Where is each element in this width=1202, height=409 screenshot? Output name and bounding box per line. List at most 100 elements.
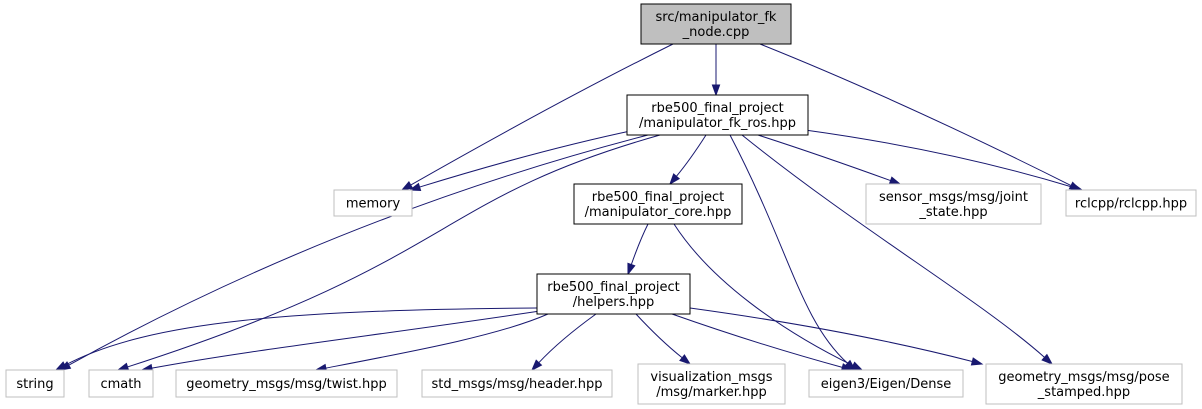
node-label-line: cmath <box>100 377 141 392</box>
node-rclcpp[interactable]: rclcpp/rclcpp.hpp <box>1065 189 1197 217</box>
edge-line <box>538 313 597 364</box>
node-box <box>175 369 398 398</box>
edge-line <box>741 134 1045 358</box>
edge-line <box>671 313 843 368</box>
arrowhead <box>850 361 864 371</box>
node-label-line: geometry_msgs/msg/pose <box>998 370 1169 385</box>
node-label-line: memory <box>346 197 401 212</box>
edge-fk_ros-to-eigen <box>729 134 857 371</box>
edge-line <box>64 307 538 366</box>
node-box <box>88 369 154 398</box>
edge-line <box>127 134 661 368</box>
edge-line <box>689 307 973 362</box>
edge-fk_ros-to-rclcpp <box>804 129 1084 192</box>
node-joint-state[interactable]: sensor_msgs/msg/joint_state.hpp <box>865 183 1042 225</box>
node-box <box>573 183 743 225</box>
node-twist[interactable]: geometry_msgs/msg/twist.hpp <box>175 369 398 398</box>
edges-layer <box>54 43 1084 373</box>
node-eigen[interactable]: eigen3/Eigen/Dense <box>808 369 964 398</box>
node-label-line: /helpers.hpp <box>573 295 654 310</box>
arrowhead <box>530 359 543 372</box>
arrowhead <box>711 84 721 97</box>
arrowhead <box>1041 353 1054 365</box>
node-box <box>640 3 792 45</box>
node-pose[interactable]: geometry_msgs/msg/pose_stamped.hpp <box>985 363 1183 405</box>
node-label-line: std_msgs/msg/header.hpp <box>431 377 602 392</box>
arrowhead <box>970 357 984 366</box>
arrowhead <box>679 354 692 365</box>
edge-line <box>410 43 674 186</box>
node-box <box>1065 189 1197 217</box>
arrowhead <box>54 361 68 371</box>
node-box <box>333 189 413 217</box>
edge-line <box>635 313 683 359</box>
node-label-line: geometry_msgs/msg/twist.hpp <box>186 377 387 392</box>
arrowhead <box>116 362 130 371</box>
edge-fk_ros-to-core <box>669 134 707 186</box>
node-header[interactable]: std_msgs/msg/header.hpp <box>421 369 613 398</box>
edge-line <box>729 134 848 364</box>
edge-line <box>419 129 636 188</box>
edge-helpers-to-string <box>54 307 538 371</box>
node-marker[interactable]: visualization_msgs/msg/marker.hpp <box>637 363 786 405</box>
node-label-line: /manipulator_fk_ros.hpp <box>639 116 796 131</box>
edge-fk_node-to-fk_ros <box>711 44 721 97</box>
node-label-line: /msg/marker.hpp <box>656 385 767 400</box>
edge-line <box>325 313 549 369</box>
edge-fk_ros-to-cmath <box>116 134 661 371</box>
node-fk-ros[interactable]: rbe500_final_project/manipulator_fk_ros.… <box>626 94 809 136</box>
edge-line <box>676 134 707 177</box>
edge-fk_ros-to-memory <box>408 129 636 192</box>
node-box <box>5 369 65 398</box>
node-label-line: sensor_msgs/msg/joint <box>879 190 1028 205</box>
node-helpers[interactable]: rbe500_final_project/helpers.hpp <box>536 273 691 315</box>
edge-fk_ros-to-string <box>58 134 649 371</box>
edge-helpers-to-pose <box>689 307 984 366</box>
node-label-line: rbe500_final_project <box>592 190 725 205</box>
node-memory[interactable]: memory <box>333 189 413 217</box>
arrowhead <box>408 182 422 192</box>
edge-core-to-eigen <box>673 223 864 371</box>
edge-line <box>759 43 1072 186</box>
edge-helpers-to-header <box>530 313 597 372</box>
node-label-line: string <box>16 377 53 392</box>
node-label-line: rbe500_final_project <box>651 101 784 116</box>
arrowhead <box>669 173 681 186</box>
nodes-layer: src/manipulator_fk_node.cpp rbe500_final_… <box>5 3 1197 405</box>
edge-line <box>673 223 854 367</box>
edge-fk_ros-to-joint_state <box>757 134 902 185</box>
edge-line <box>630 223 649 265</box>
node-box <box>626 94 809 136</box>
node-box <box>637 363 786 405</box>
node-cmath[interactable]: cmath <box>88 369 154 398</box>
node-label-line: eigen3/Eigen/Dense <box>821 377 951 392</box>
edge-fk_ros-to-pose <box>741 134 1054 365</box>
arrowhead <box>888 176 902 185</box>
node-box <box>865 183 1042 225</box>
node-core[interactable]: rbe500_final_project/manipulator_core.hp… <box>573 183 743 225</box>
edge-helpers-to-marker <box>635 313 692 365</box>
node-label-line: _stamped.hpp <box>1037 385 1130 400</box>
node-box <box>985 363 1183 405</box>
edge-fk_node-to-memory <box>400 43 674 191</box>
node-label-line: rclcpp/rclcpp.hpp <box>1075 197 1187 212</box>
node-label-line: _node.cpp <box>682 25 750 40</box>
node-label-line: rbe500_final_project <box>547 280 680 295</box>
node-fk-node: src/manipulator_fk_node.cpp <box>640 3 792 45</box>
arrowhead <box>627 262 636 276</box>
edge-line <box>804 129 1073 188</box>
node-label-line: visualization_msgs <box>650 370 772 385</box>
edge-line <box>757 134 891 182</box>
edge-line <box>68 134 649 366</box>
node-box <box>421 369 613 398</box>
node-label-line: src/manipulator_fk <box>656 10 777 25</box>
edge-helpers-to-twist <box>314 313 549 373</box>
node-label-line: _state.hpp <box>918 205 987 220</box>
node-box <box>808 369 964 398</box>
edge-helpers-to-eigen <box>671 313 854 372</box>
node-string[interactable]: string <box>5 369 65 398</box>
node-label-line: /manipulator_core.hpp <box>585 205 732 220</box>
node-box <box>536 273 691 315</box>
edge-core-to-helpers <box>627 223 649 276</box>
